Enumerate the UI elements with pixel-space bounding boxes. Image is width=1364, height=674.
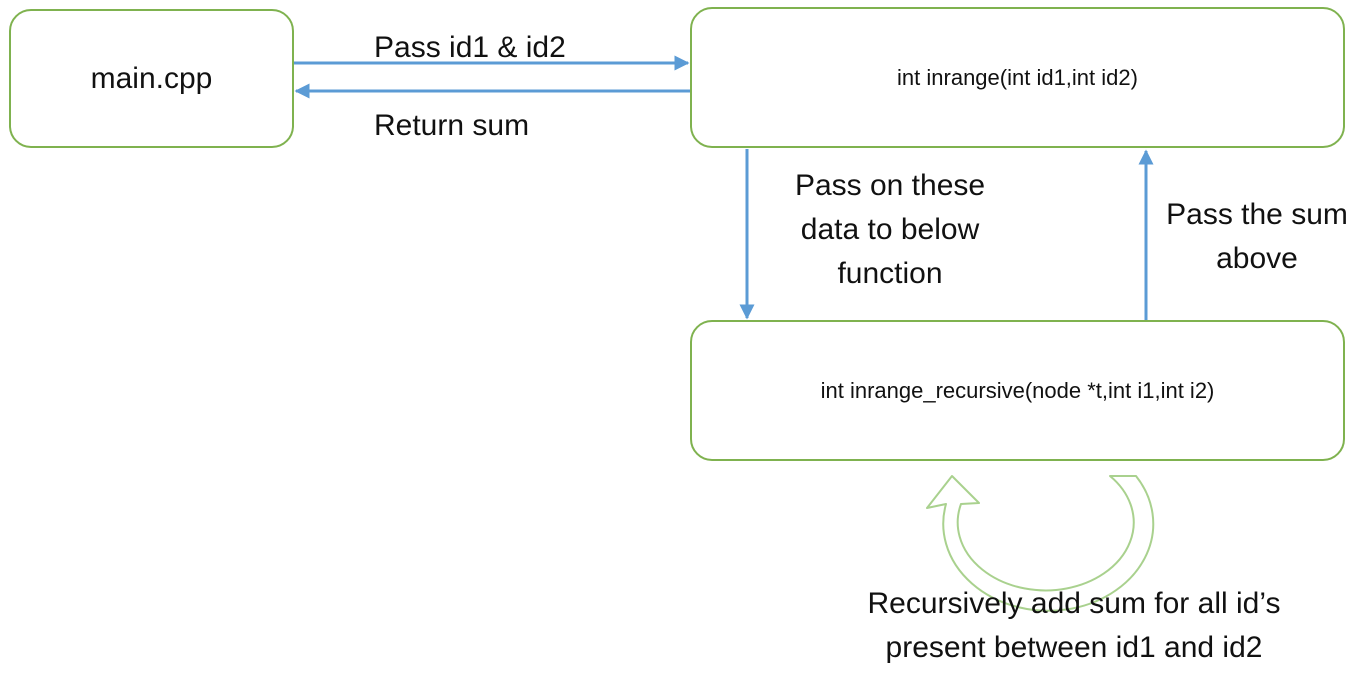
recursion-note-line: present between id1 and id2 xyxy=(885,631,1263,664)
pass-ids-label: Pass id1 & id2 xyxy=(374,31,566,64)
pass-on-data-line: data to below xyxy=(800,213,980,246)
inrange-function-label: int inrange(int id1,int id2) xyxy=(897,64,1138,90)
recursion-note-label: Recursively add sum for all id’s present… xyxy=(800,582,1348,670)
pass-on-data-line: Pass on these xyxy=(794,169,986,202)
pass-sum-above-label: Pass the sum above xyxy=(1150,193,1364,281)
pass-on-data-label: Pass on these data to below function xyxy=(770,164,1010,296)
pass-sum-above-line: above xyxy=(1216,242,1298,275)
pass-sum-above-line: Pass the sum xyxy=(1166,198,1348,231)
pass-on-data-line: function xyxy=(837,257,943,290)
recursion-note-line: Recursively add sum for all id’s xyxy=(867,587,1281,620)
main-cpp-box: main.cpp xyxy=(9,9,294,148)
inrange-function-box: int inrange(int id1,int id2) xyxy=(690,7,1345,148)
inrange-recursive-function-box: int inrange_recursive(node *t,int i1,int… xyxy=(690,320,1345,461)
return-sum-label: Return sum xyxy=(374,109,530,142)
main-cpp-label: main.cpp xyxy=(90,61,213,95)
inrange-recursive-function-label: int inrange_recursive(node *t,int i1,int… xyxy=(820,377,1215,403)
circular-loop-arrow-icon xyxy=(926,475,1155,612)
